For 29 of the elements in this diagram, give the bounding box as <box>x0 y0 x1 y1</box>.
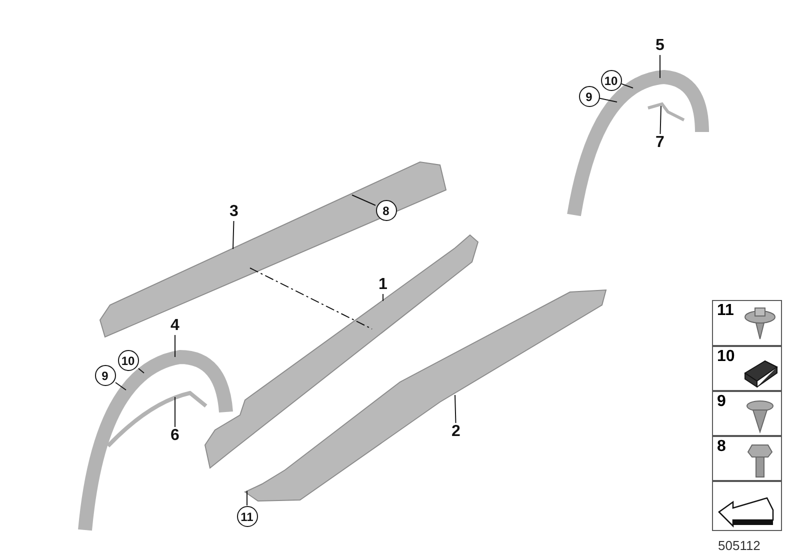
circled-callout-number: 11 <box>236 506 258 526</box>
leader-line <box>621 83 634 88</box>
parts-legend-cell <box>712 300 782 346</box>
leader-line <box>599 98 618 102</box>
leader-line <box>232 220 234 250</box>
leader-line <box>352 194 376 206</box>
callout-number: 1 <box>378 276 388 294</box>
parts-legend-cell <box>712 436 782 481</box>
part-number: 10 <box>717 348 735 366</box>
callout-number: 6 <box>170 427 180 445</box>
leader-line <box>174 396 176 428</box>
callout-number: 5 <box>656 37 664 55</box>
callout-number: 3 <box>230 203 238 221</box>
callout-number: 7 <box>656 134 664 152</box>
leader-line <box>174 334 176 358</box>
assembly-line <box>250 268 372 330</box>
leader-line <box>660 106 662 134</box>
leader-line <box>382 294 384 302</box>
part-number: 11 <box>717 302 734 320</box>
parts-legend-cell <box>712 346 782 391</box>
leader-line <box>138 368 144 374</box>
part-number: 9 <box>717 393 726 411</box>
callout-number: 2 <box>452 423 460 441</box>
part-number: 8 <box>717 438 726 456</box>
parts-legend-cell <box>712 391 782 436</box>
leader-line <box>115 382 126 390</box>
callout-number: 4 <box>170 317 180 335</box>
drawing-number: 505112 <box>718 538 760 553</box>
leader-line <box>454 394 456 424</box>
